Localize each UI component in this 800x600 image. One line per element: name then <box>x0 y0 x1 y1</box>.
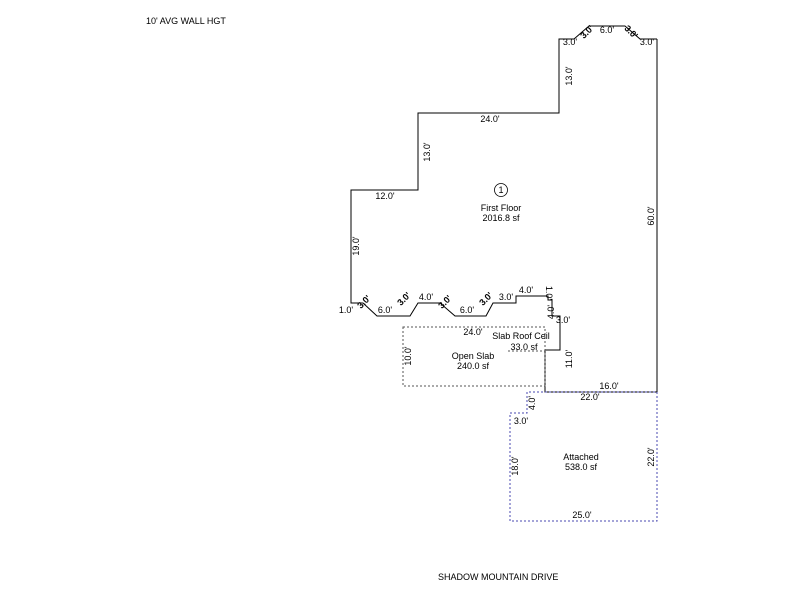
dim-label: 24.0' <box>463 327 483 337</box>
slab-roof-ceil-area: 33.0 sf <box>510 342 538 352</box>
dim-label: 3.0' <box>556 315 571 325</box>
dim-label: 4.0' <box>527 396 537 411</box>
attached-outline <box>509 391 658 522</box>
dim-label: 3.0' <box>514 416 529 426</box>
dim-label: 10.0' <box>403 346 413 366</box>
dim-label: 3.0' <box>355 293 372 310</box>
wall-height-note: 10' AVG WALL HGT <box>146 16 226 26</box>
dim-label: 22.0' <box>646 447 656 467</box>
dim-label: 3.0' <box>563 37 578 47</box>
dim-label: 22.0' <box>580 392 600 402</box>
dim-label: 3.0' <box>395 290 412 307</box>
open-slab-area: 240.0 sf <box>457 361 490 371</box>
first-floor-name: First Floor <box>481 203 522 213</box>
slab-roof-ceil-name: Slab Roof Ceil <box>492 331 550 341</box>
dim-label: 11.0' <box>564 349 574 368</box>
open-slab-outline <box>402 326 546 387</box>
first-floor-outline <box>350 25 658 393</box>
dim-label: 12.0' <box>375 191 395 201</box>
dim-label: 19.0' <box>351 236 361 256</box>
dim-label: 3.0' <box>640 37 655 47</box>
dim-label: 13.0' <box>564 66 574 86</box>
open-slab-name: Open Slab <box>452 351 495 361</box>
dim-label: 4.0' <box>419 292 434 302</box>
dim-label: 25.0' <box>572 510 592 520</box>
first-floor-marker-circle <box>494 183 508 197</box>
dim-label: 16.0' <box>599 381 619 391</box>
attached-name: Attached <box>563 452 599 462</box>
dim-label: 6.0' <box>460 305 475 315</box>
dim-label: 6.0' <box>600 25 615 35</box>
dim-label: 3.0' <box>499 292 514 302</box>
first-floor-marker: 1 <box>498 185 503 195</box>
dim-label: 3.0' <box>436 293 453 310</box>
dim-label: 4.0' <box>546 305 556 320</box>
dim-label: 4.0' <box>519 285 534 295</box>
dim-label: 18.0' <box>510 456 520 476</box>
attached-area: 538.0 sf <box>565 462 598 472</box>
dim-label: 1.0' <box>544 286 554 301</box>
dim-label: 6.0' <box>378 305 393 315</box>
dim-label: 24.0' <box>480 114 500 124</box>
first-floor-area: 2016.8 sf <box>482 213 520 223</box>
dim-label: 1.0' <box>339 305 354 315</box>
dim-label: 13.0' <box>422 142 432 162</box>
street-name: SHADOW MOUNTAIN DRIVE <box>438 572 558 582</box>
dim-label: 60.0' <box>646 206 656 226</box>
